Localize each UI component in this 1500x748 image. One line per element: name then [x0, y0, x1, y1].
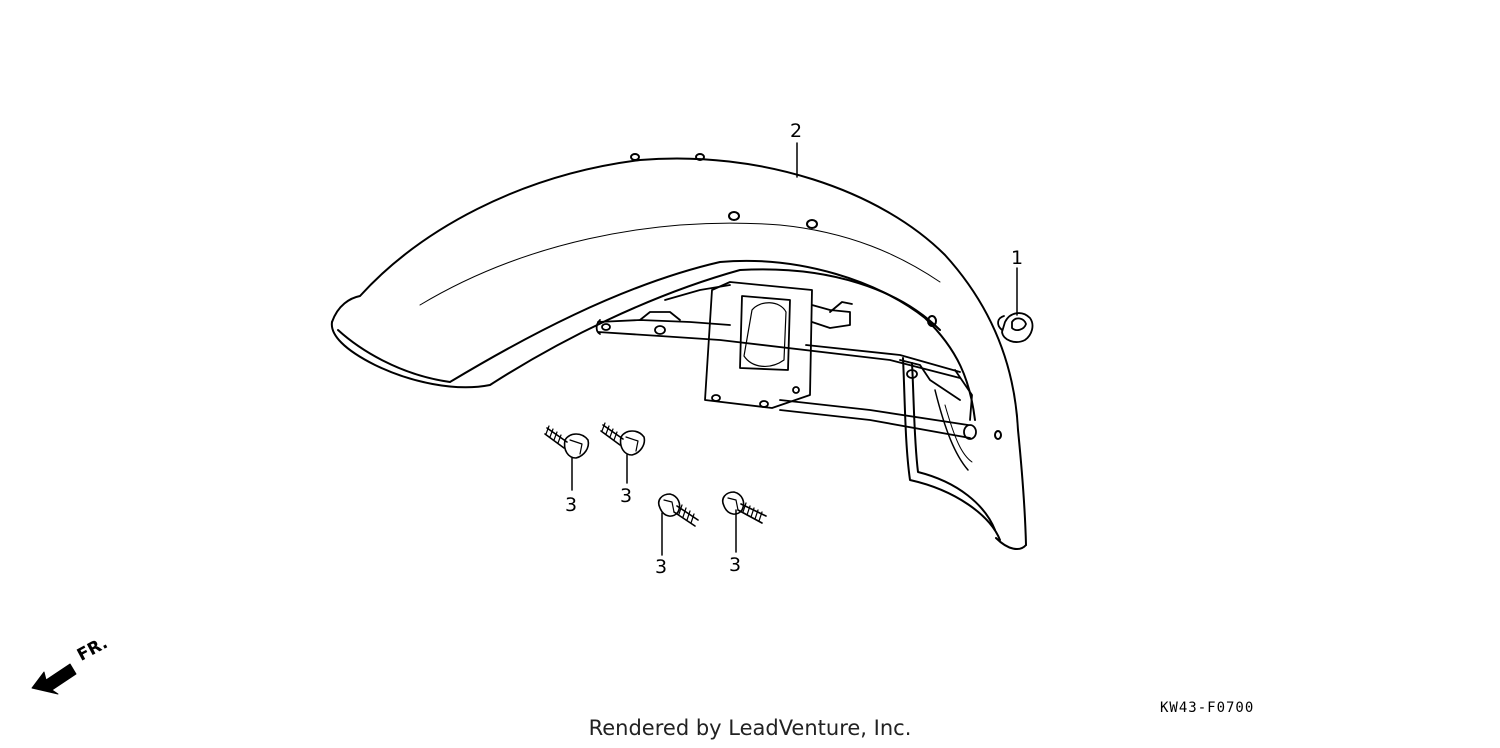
credit-text: Rendered by LeadVenture, Inc. — [588, 716, 912, 740]
callout-part-3-b: 3 — [620, 485, 633, 507]
grommet-part[interactable] — [997, 312, 1034, 343]
bolt-b[interactable] — [600, 422, 646, 456]
bolt-c[interactable] — [657, 493, 699, 527]
callout-part-3-a: 3 — [565, 494, 578, 516]
bolt-d[interactable] — [721, 491, 767, 524]
front-fender[interactable] — [330, 153, 1027, 551]
leader-lines — [571, 142, 1018, 556]
front-arrow-icon — [31, 663, 77, 695]
callout-part-1: 1 — [1011, 247, 1024, 269]
bolt-a[interactable] — [544, 425, 590, 459]
fender-stay[interactable] — [595, 281, 977, 440]
diagram-code: KW43-F0700 — [1160, 700, 1255, 716]
callout-part-2: 2 — [790, 120, 803, 142]
callout-part-3-d: 3 — [729, 554, 742, 576]
callout-part-3-c: 3 — [655, 556, 668, 578]
